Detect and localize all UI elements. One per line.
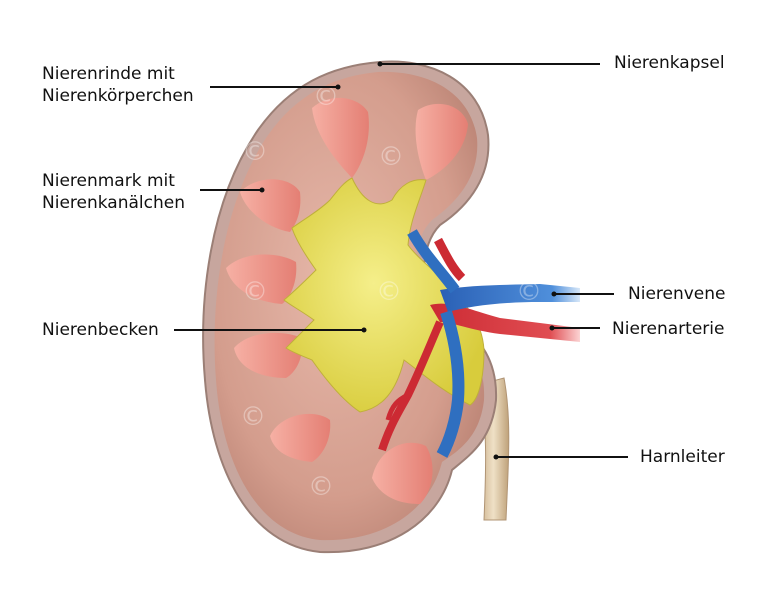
renal-pelvis-shape bbox=[283, 177, 485, 413]
label-cortex: Nierenrinde mit Nierenkörperchen bbox=[42, 63, 194, 107]
label-artery: Nierenarterie bbox=[612, 319, 725, 339]
medullary-pyramids bbox=[226, 97, 468, 504]
watermark-5: © bbox=[516, 277, 542, 307]
renal-artery-shape bbox=[378, 237, 580, 452]
watermark-6: © bbox=[376, 277, 402, 307]
label-vein: Nierenvene bbox=[628, 284, 726, 304]
watermark-1: © bbox=[242, 137, 268, 167]
label-ureter: Harnleiter bbox=[640, 447, 725, 467]
label-medulla: Nierenmark mit Nierenkanälchen bbox=[42, 170, 185, 214]
watermark-9: © bbox=[444, 475, 470, 505]
watermark-4: © bbox=[242, 277, 268, 307]
renal-vein-shape bbox=[407, 229, 580, 458]
label-cortex-line1: Nierenrinde mit bbox=[42, 64, 175, 84]
watermark-8: © bbox=[308, 472, 334, 502]
label-medulla-line2: Nierenkanälchen bbox=[42, 193, 185, 213]
label-capsule: Nierenkapsel bbox=[614, 53, 725, 73]
label-medulla-line1: Nierenmark mit bbox=[42, 171, 175, 191]
label-cortex-line2: Nierenkörperchen bbox=[42, 86, 194, 106]
watermark-7: © bbox=[240, 402, 266, 432]
watermark-2: © bbox=[378, 142, 404, 172]
label-pelvis: Nierenbecken bbox=[42, 320, 159, 340]
